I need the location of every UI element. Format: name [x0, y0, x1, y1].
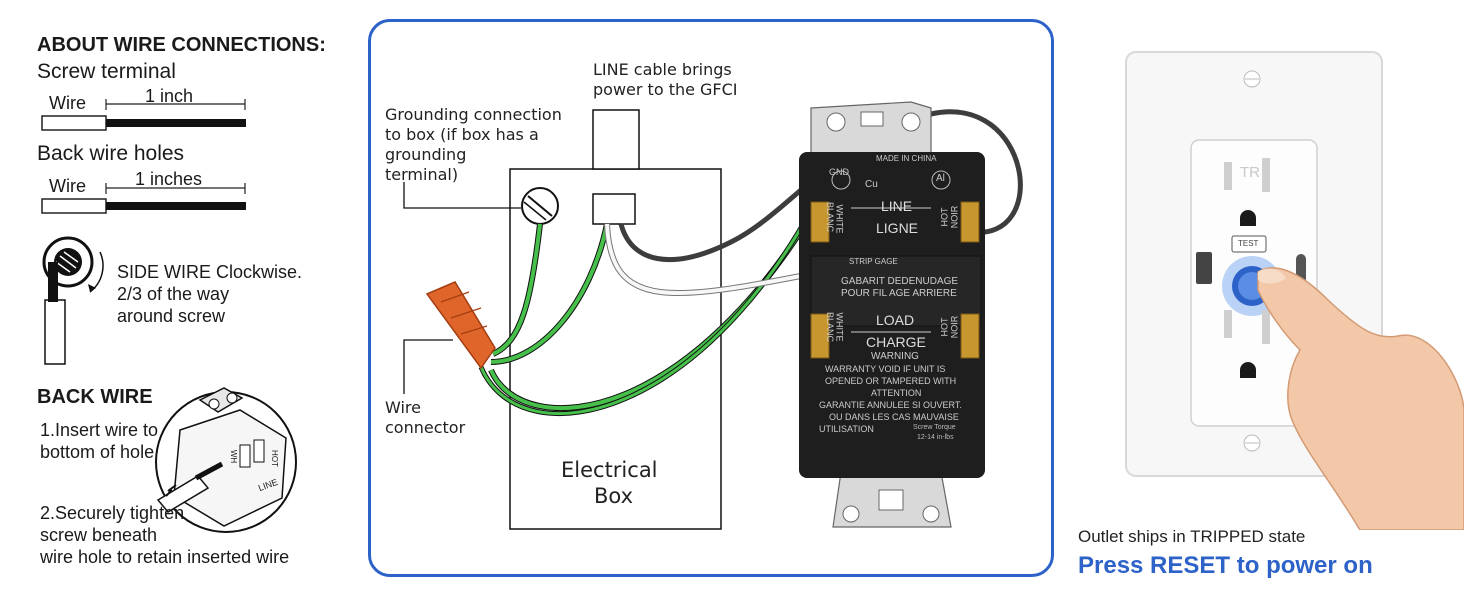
wiring-diagram-panel: Grounding connection to box (if box has …: [368, 19, 1054, 577]
device-gabarit: GABARIT DEDENUDAGE: [841, 276, 959, 287]
screw-terminal-wire-illustration: [41, 99, 246, 131]
side-wire-line3: around screw: [117, 306, 226, 326]
electrical-box-label-2: Box: [594, 484, 634, 508]
test-button-label[interactable]: TEST: [1238, 239, 1259, 248]
grounding-label-2: to box (if box has a: [385, 125, 539, 144]
device-garantie-2: OU DANS LES CAS MAUVAISE: [829, 412, 959, 422]
device-torque-2: 12-14 in-lbs: [917, 434, 954, 441]
device-pour: POUR FIL AGE ARRIERE: [841, 288, 957, 299]
wire-connector-label-1: Wire: [385, 398, 421, 417]
wire-connections-panel: ABOUT WIRE CONNECTIONS: Screw terminal W…: [0, 0, 360, 600]
grounding-label-1: Grounding connection: [385, 105, 562, 124]
outlet-illustration: [1125, 51, 1464, 530]
device-warranty-2: OPENED OR TAMPERED WITH: [825, 376, 957, 386]
back-wire-holes-title: Back wire holes: [37, 142, 185, 165]
line-cable-label-1: LINE cable brings: [593, 60, 732, 79]
back-wire-illustration-wh-label: WH: [229, 449, 239, 464]
device-cu: Cu: [865, 179, 878, 190]
wire-connector-icon: [425, 281, 496, 370]
device-gnd: GND: [829, 167, 849, 177]
device-hot-top: HOT: [939, 207, 950, 227]
device-white-bottom: WHITE: [834, 312, 845, 342]
device-al: Al: [936, 173, 945, 184]
device-charge: CHARGE: [866, 334, 926, 350]
ground-screw-icon: [521, 187, 559, 225]
outlet-panel: TR TEST Outlet ships in TRIPPED state Pr…: [1060, 0, 1464, 600]
tr-mark: TR: [1240, 164, 1260, 181]
back-wire-illustration-hot-label: HOT: [269, 450, 279, 467]
cable-clamp: [592, 193, 636, 225]
back-wire-holes-wire-label: Wire: [49, 176, 86, 196]
device-blanc-bottom: BLANC: [825, 311, 836, 343]
side-wire-line1: SIDE WIRE Clockwise.: [117, 262, 303, 282]
device-noir-bottom: NOIR: [949, 315, 960, 339]
gfci-device: [799, 101, 985, 528]
wire-connector-label-2: connector: [385, 418, 466, 437]
back-wire-holes-wire-illustration: [41, 183, 246, 214]
device-hot-bottom: HOT: [939, 317, 950, 337]
electrical-box-label-1: Electrical: [561, 458, 658, 482]
device-line: LINE: [881, 198, 913, 214]
side-wire-line2: 2/3 of the way: [117, 284, 230, 304]
wiring-diagram-svg: [403, 101, 1023, 530]
device-noir-top: NOIR: [949, 205, 960, 229]
wire-connections-heading: ABOUT WIRE CONNECTIONS:: [37, 34, 326, 56]
back-wire-heading: BACK WIRE: [37, 386, 153, 408]
device-white-top: WHITE: [834, 204, 845, 234]
tripped-caption: Outlet ships in TRIPPED state: [1078, 527, 1306, 546]
device-warning: WARNING: [871, 351, 919, 362]
usb-a-port: [1196, 252, 1212, 284]
back-wire-step1-line2: bottom of hole: [40, 442, 155, 462]
back-wire-holes-strip-length: 1 inches: [135, 169, 203, 189]
back-wire-step2-line3: wire hole to retain inserted wire: [40, 547, 290, 567]
device-garantie-1: GARANTIE ANNULEE SI OUVERT.: [819, 400, 962, 410]
device-utilisation: UTILISATION: [819, 424, 874, 434]
screw-terminal-title: Screw terminal: [37, 60, 176, 83]
side-wire-screw-icon: [42, 236, 104, 365]
screw-terminal-wire-label: Wire: [49, 93, 86, 113]
line-cable-label-2: power to the GFCI: [593, 80, 738, 99]
device-strip-gage: STRIP GAGE: [849, 257, 898, 266]
line-cable-entry: [592, 109, 640, 170]
device-torque-1: Screw Torque: [913, 424, 956, 431]
device-load: LOAD: [876, 312, 915, 328]
device-blanc-top: BLANC: [825, 201, 836, 233]
back-wire-step2-line1: 2.Securely tighten: [40, 503, 185, 523]
grounding-label-3: grounding: [385, 145, 467, 164]
wire-strip-illustrations: [41, 99, 297, 533]
screw-terminal-strip-length: 1 inch: [145, 86, 194, 106]
press-reset-cta: Press RESET to power on: [1078, 552, 1373, 579]
device-attention: ATTENTION: [871, 388, 922, 398]
electrical-box: [509, 168, 722, 530]
test-button: [1231, 235, 1267, 253]
back-wire-illustration: [155, 387, 297, 533]
back-wire-step2-line2: screw beneath: [40, 525, 158, 545]
device-warranty-1: WARRANTY VOID IF UNIT IS: [825, 364, 946, 374]
pointing-hand: [1257, 267, 1464, 530]
back-wire-step1-line1: 1.Insert wire to: [40, 420, 159, 440]
device-made-in: MADE IN CHINA: [876, 154, 937, 163]
device-ligne: LIGNE: [876, 220, 919, 236]
grounding-label-4: terminal): [385, 165, 459, 184]
